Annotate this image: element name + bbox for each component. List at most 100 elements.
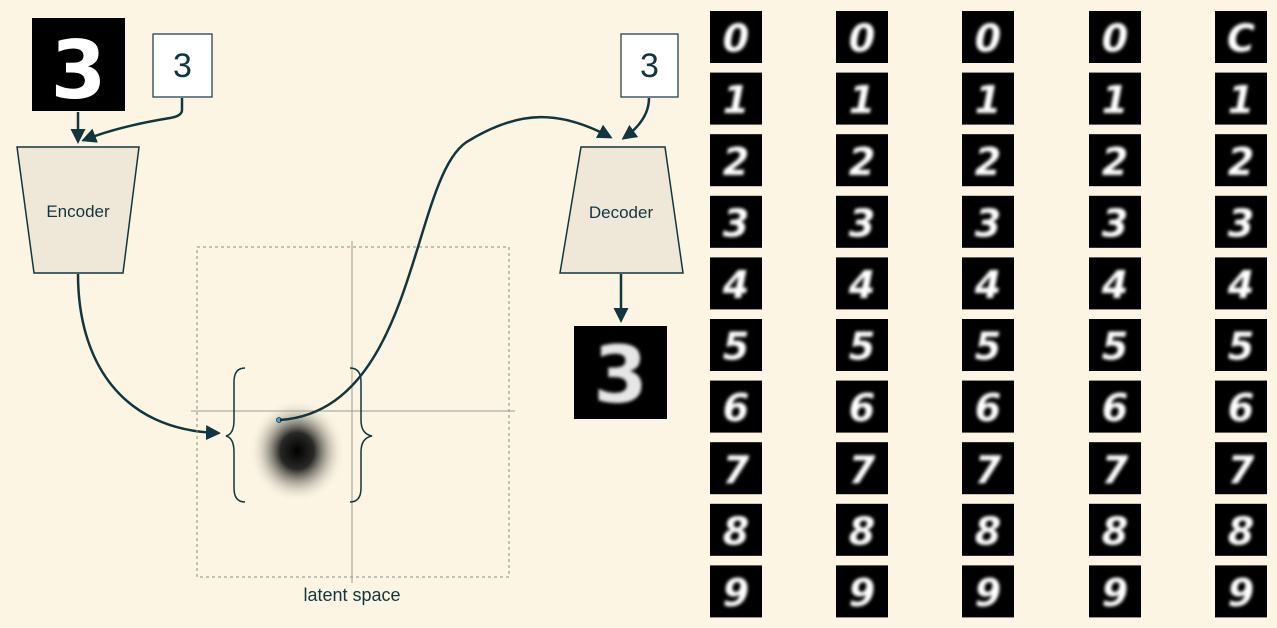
output-digit: 3	[593, 331, 647, 421]
input-image: 3	[32, 18, 125, 117]
sample-tile: 8	[1089, 503, 1141, 556]
sample-tile: 6	[962, 380, 1014, 433]
sample-tile: 6	[1215, 380, 1267, 433]
sample-tile: 7	[962, 442, 1014, 495]
sample-digit: 8	[723, 509, 749, 553]
sample-tile: 8	[962, 503, 1014, 556]
sample-tile: 9	[1089, 565, 1141, 618]
sample-tile: 5	[710, 319, 762, 371]
sample-digit: 0	[723, 17, 749, 61]
sample-digit: 5	[1228, 325, 1254, 369]
sample-digit: 9	[1228, 571, 1254, 615]
encoder-label: Encoder	[46, 202, 110, 221]
sample-tile: 7	[1089, 442, 1141, 495]
sample-digit: 7	[849, 448, 876, 492]
sample-digit: 6	[1102, 386, 1128, 430]
sample-digit: 8	[849, 509, 875, 553]
sample-digit: 5	[723, 325, 749, 369]
encoder-block: Encoder	[16, 146, 140, 274]
sample-tile: 4	[1089, 257, 1141, 310]
sample-digit: 2	[975, 140, 1001, 184]
sample-digit: 0	[975, 17, 1001, 61]
sample-tile: 1	[836, 72, 888, 125]
sample-digit: 2	[723, 140, 749, 184]
sample-digit: 5	[1102, 325, 1128, 369]
latent-space-label: latent space	[303, 585, 400, 605]
sample-tile: 7	[1215, 442, 1267, 495]
sample-digit: 7	[1102, 448, 1129, 492]
sample-digit: 8	[975, 509, 1001, 553]
sample-tile: 5	[962, 319, 1014, 371]
sample-tile: 5	[836, 319, 888, 371]
sample-digit: 6	[849, 386, 875, 430]
sample-digit: 6	[723, 386, 749, 430]
sample-tile: 2	[962, 134, 1014, 187]
sample-tile: 2	[710, 134, 762, 187]
sample-digit: 7	[723, 448, 750, 492]
sample-digit: 3	[1102, 201, 1128, 245]
right-brace	[349, 367, 373, 503]
sample-tile: 0	[1089, 11, 1141, 63]
sample-tile: 4	[836, 257, 888, 310]
sample-tile: 9	[1215, 565, 1267, 618]
encoder-condition-label: 3	[173, 47, 192, 85]
sample-tile: 2	[1215, 134, 1267, 187]
sample-tile: 9	[836, 565, 888, 618]
sample-digit: 7	[1228, 448, 1255, 492]
sample-tile: 5	[1215, 319, 1267, 371]
sample-tile: 4	[1215, 257, 1267, 310]
sample-tile: 6	[710, 380, 762, 433]
sample-tile: 3	[710, 195, 762, 248]
sample-digit: 2	[849, 140, 875, 184]
sample-tile: 4	[962, 257, 1014, 310]
sample-digit: 4	[848, 263, 875, 307]
latent-space: latent space	[191, 241, 515, 605]
sample-digit: 9	[849, 571, 875, 615]
sample-digit: C	[1227, 17, 1255, 61]
sample-digit: 7	[975, 448, 1002, 492]
sample-digit: 5	[975, 325, 1001, 369]
sample-tile: 1	[710, 72, 762, 125]
sample-tile: 3	[962, 195, 1014, 248]
sample-tile: 0	[836, 11, 888, 63]
sample-tile: 2	[1089, 134, 1141, 187]
sample-tile: 8	[1215, 503, 1267, 556]
sample-tile: 7	[710, 442, 762, 495]
sample-tile: 1	[1215, 72, 1267, 125]
sample-digit: 4	[1101, 263, 1128, 307]
condition-to-encoder-arrow	[81, 98, 184, 143]
sample-tile: 9	[962, 565, 1014, 618]
latent-space-frame	[196, 246, 510, 578]
sample-digit: 6	[1228, 386, 1254, 430]
decoder-block: Decoder	[559, 146, 684, 274]
sample-digit: 3	[849, 201, 875, 245]
sample-tile: 0	[710, 11, 762, 63]
sample-digit: 9	[1102, 571, 1128, 615]
sample-tile: 2	[836, 134, 888, 187]
sample-tile: 8	[710, 503, 762, 556]
decoder-label: Decoder	[589, 203, 654, 222]
sample-tile: 3	[1215, 195, 1267, 248]
latent-to-decoder-arrow	[279, 115, 613, 422]
sample-digit: 3	[1228, 201, 1254, 245]
input-digit: 3	[51, 24, 107, 117]
sample-digit: 2	[1228, 140, 1254, 184]
sample-digit: 1	[975, 78, 1001, 122]
sample-tile: C	[1215, 11, 1267, 63]
decoder-condition-label: 3	[640, 47, 659, 85]
sample-tile: 3	[836, 195, 888, 248]
condition-to-decoder-arrow	[621, 97, 651, 140]
sample-digit: 9	[723, 571, 749, 615]
sample-tile: 8	[836, 503, 888, 556]
sample-tile: 7	[836, 442, 888, 495]
sample-tile: 0	[962, 11, 1014, 63]
sample-digit: 0	[849, 17, 875, 61]
sample-tile: 5	[1089, 319, 1141, 371]
left-brace	[225, 367, 246, 503]
sample-digit: 0	[1102, 17, 1128, 61]
sample-digit: 4	[974, 263, 1001, 307]
sample-tile: 6	[1089, 380, 1141, 433]
encoder-to-latent-arrow	[76, 273, 221, 441]
sample-digit: 9	[975, 571, 1001, 615]
